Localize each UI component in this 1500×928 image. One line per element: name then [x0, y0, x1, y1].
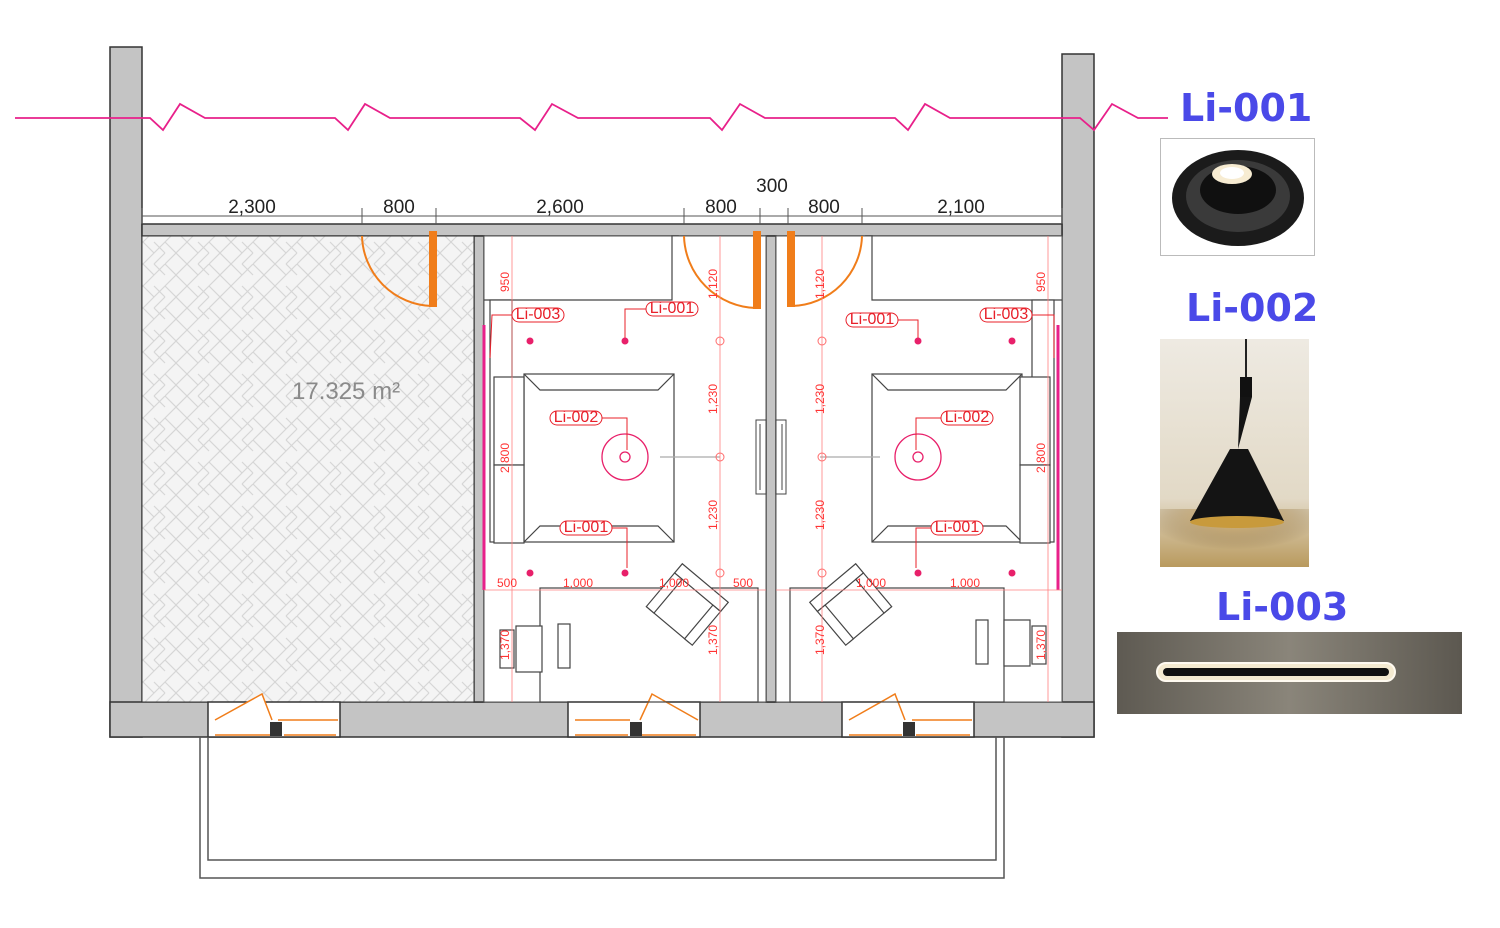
dim-1000-d: 1,000	[950, 576, 980, 590]
tags-left	[489, 301, 699, 568]
bedroom-left-furniture	[484, 236, 759, 703]
tag-li002-left: Li-002	[554, 409, 599, 426]
dim-800-c: 800	[808, 197, 840, 218]
dim-2100: 2,100	[937, 197, 985, 218]
dim-1000-c: 1,000	[856, 576, 886, 590]
dim-2300: 2,300	[228, 197, 276, 218]
legend-li001-title: Li-001	[1180, 86, 1313, 130]
dim-2600: 2,600	[536, 197, 584, 218]
balcony	[199, 737, 1005, 879]
tag-li001-left-bottom: Li-001	[564, 519, 609, 536]
top-dimension-line	[141, 208, 1063, 224]
section-line	[15, 102, 1168, 132]
dim-950-left: 950	[498, 272, 512, 292]
windows	[207, 692, 975, 738]
dim-2800-right: 2,800	[1034, 443, 1048, 473]
right-wall	[1061, 53, 1095, 738]
dimension-markers	[715, 336, 827, 578]
tag-li002-right: Li-002	[945, 409, 990, 426]
tag-li003-right: Li-003	[984, 306, 1029, 323]
dim-1370-left: 1,370	[498, 630, 512, 660]
dim-300: 300	[756, 176, 788, 197]
dim-1370-cl: 1,370	[706, 625, 720, 655]
dim-2800-left: 2,800	[498, 443, 512, 473]
doors	[361, 231, 863, 309]
dim-1230a-cr: 1,230	[813, 384, 827, 414]
legend-li003-title: Li-003	[1216, 585, 1349, 629]
sliding-door	[755, 419, 787, 495]
area-label: 17.325 m²	[292, 378, 400, 405]
dim-500-b: 500	[733, 576, 753, 590]
left-wall	[109, 46, 143, 738]
bedroom-right-furniture	[789, 236, 1062, 703]
dim-800-a: 800	[383, 197, 415, 218]
dim-1120-cl: 1,120	[706, 269, 720, 299]
partition-2	[765, 235, 777, 703]
dim-800-b: 800	[705, 197, 737, 218]
downlight-icon	[1160, 138, 1315, 256]
dim-1120-cr: 1,120	[813, 269, 827, 299]
dim-1000-a: 1,000	[563, 576, 593, 590]
dim-1370-right: 1,370	[1034, 630, 1048, 660]
dim-1230b-cr: 1,230	[813, 500, 827, 530]
top-wall	[141, 223, 1063, 237]
tag-li001-right-bottom: Li-001	[935, 519, 980, 536]
light-points	[526, 337, 1016, 577]
dim-500-a: 500	[497, 576, 517, 590]
pendant-lamp-icon	[1160, 339, 1309, 567]
pendant-symbols	[601, 433, 942, 481]
tag-li001-left-top: Li-001	[650, 300, 695, 317]
dim-1230b-cl: 1,230	[706, 500, 720, 530]
herringbone-floor	[141, 235, 475, 703]
dim-950-right: 950	[1034, 272, 1048, 292]
linear-wall-light-icon	[1117, 632, 1462, 714]
tags-right	[845, 307, 1055, 568]
dim-1000-b: 1,000	[659, 576, 689, 590]
tag-li001-right-top: Li-001	[850, 311, 895, 328]
dim-1370-cr: 1,370	[813, 625, 827, 655]
tag-li003-left: Li-003	[516, 306, 561, 323]
dim-1230a-cl: 1,230	[706, 384, 720, 414]
legend-li002-title: Li-002	[1186, 286, 1319, 330]
